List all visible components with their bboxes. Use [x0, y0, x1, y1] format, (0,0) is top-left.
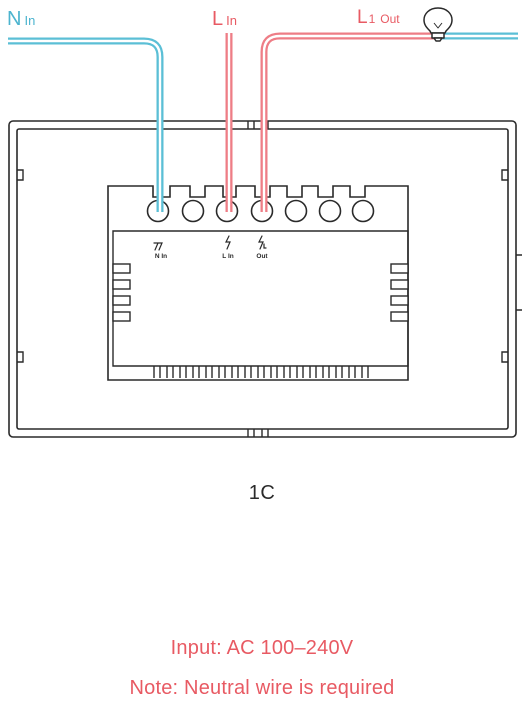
terminal-screw — [181, 199, 205, 223]
terminal-screw — [351, 199, 375, 223]
side-ribs — [112, 263, 409, 322]
plate-notches — [17, 121, 522, 437]
terminal-label-n: N In — [155, 253, 167, 260]
model-label: 1C — [248, 482, 276, 504]
notes: Input: AC 100–240V Note: Neutral wire is… — [0, 628, 524, 708]
terminal-screw — [284, 199, 308, 223]
live-symbol — [225, 235, 231, 250]
bulb-icon — [423, 7, 453, 42]
neutral-symbol — [153, 242, 163, 251]
neutral-wire — [8, 37, 164, 212]
terminal-label-l: L In — [222, 253, 233, 260]
terminal-symbols — [153, 235, 267, 251]
live-out-wire — [260, 32, 438, 212]
input-voltage-note: Input: AC 100–240V — [170, 637, 354, 659]
neutral-wire-note: Note: Neutral wire is required — [129, 677, 395, 699]
bottom-comb — [153, 366, 369, 378]
terminal-screw — [318, 199, 342, 223]
terminal-label-out: Out — [256, 253, 268, 260]
output-symbol — [258, 235, 267, 250]
